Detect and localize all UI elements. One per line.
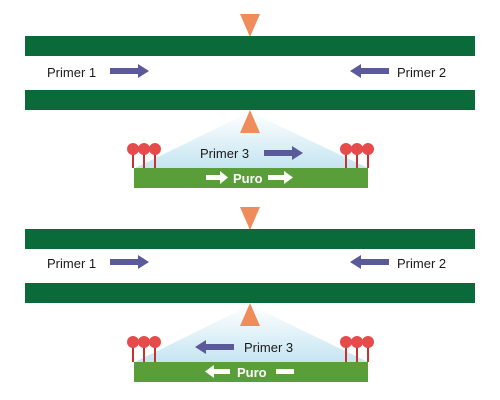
primer-2-label: Primer 2 (397, 256, 446, 271)
panel-reverse: Primer 1 Primer 2 (25, 207, 475, 382)
primer-2-arrow-icon (350, 255, 389, 269)
genome-strand-top (25, 36, 475, 56)
cut-site-icon (240, 110, 260, 133)
primer-1-label: Primer 1 (47, 65, 96, 80)
puro-label: Puro (237, 365, 267, 380)
cut-site-icon (240, 14, 260, 37)
puro-left-arrow-icon (205, 365, 230, 378)
primer-3-label: Primer 3 (244, 340, 293, 355)
primer-3-label: Primer 3 (200, 146, 249, 161)
genome-strand-bottom (25, 90, 475, 110)
puro-label: Puro (233, 171, 263, 186)
primer-2-label: Primer 2 (397, 65, 446, 80)
loxp-site-right-icon (340, 143, 374, 168)
loxp-site-left-icon (127, 143, 161, 168)
puro-cassette (134, 362, 368, 382)
loxp-site-right-icon (340, 336, 374, 362)
puro-left-arrow-icon (206, 171, 228, 184)
genome-strand-bottom (25, 283, 475, 303)
primer-3-arrow-icon (264, 146, 303, 160)
primer-1-arrow-icon (110, 255, 149, 269)
puro-right-arrow-icon (276, 369, 294, 374)
cut-site-icon (240, 207, 260, 230)
loxp-site-left-icon (127, 336, 161, 362)
insertion-cone (135, 305, 368, 362)
puro-cassette (134, 168, 368, 188)
cut-site-icon (240, 303, 260, 326)
primer-3-arrow-icon (195, 340, 234, 354)
primer-2-arrow-icon (350, 64, 389, 78)
primer-1-arrow-icon (110, 64, 149, 78)
genome-strand-top (25, 229, 475, 249)
puro-right-arrow-icon (268, 171, 293, 184)
panel-forward: Primer 1 Primer 2 (25, 14, 475, 188)
insertion-cone (135, 112, 368, 168)
primer-1-label: Primer 1 (47, 256, 96, 271)
